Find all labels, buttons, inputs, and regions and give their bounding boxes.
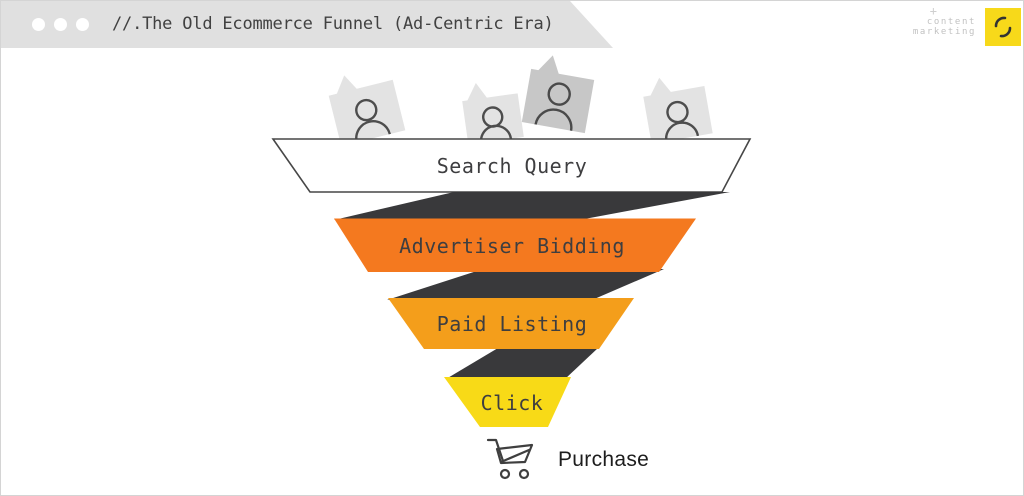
window-dot [54, 18, 67, 31]
funnel-back-segment [387, 269, 664, 300]
stage-label-advertiser-bidding: Advertiser Bidding [399, 234, 625, 258]
page-title: //.The Old Ecommerce Funnel (Ad-Centric … [112, 14, 554, 34]
speech-bubble-person-icon [643, 77, 713, 145]
stage-label-click: Click [480, 391, 544, 415]
speech-bubble-person-icon [521, 55, 595, 134]
funnel-back-segment [446, 348, 598, 379]
speech-bubble-person-icon [462, 83, 524, 145]
speech-bubble-person-icon [328, 75, 406, 147]
shopping-cart-icon [486, 438, 534, 480]
brand-mark-icon [985, 8, 1021, 46]
funnel-back-segment [334, 192, 730, 220]
window-dot [32, 18, 45, 31]
funnel-band-advertiser-bidding [334, 218, 696, 272]
outcome-label-purchase: Purchase [558, 448, 650, 471]
brand-line-1: content [926, 17, 976, 27]
funnel-band-paid-listing [388, 298, 634, 349]
brand-mark-glyph [994, 16, 1012, 38]
brand-plus-glyph: + [929, 4, 937, 18]
brand-wordmark: content marketing [913, 17, 976, 37]
window-titlebar: //.The Old Ecommerce Funnel (Ad-Centric … [1, 1, 613, 48]
window-dots [32, 18, 89, 31]
window-dot [76, 18, 89, 31]
stage-label-search-query: Search Query [436, 154, 588, 178]
brand-line-2: marketing [912, 27, 976, 37]
stage-label-paid-listing: Paid Listing [436, 312, 588, 336]
funnel-band-click [444, 377, 571, 427]
